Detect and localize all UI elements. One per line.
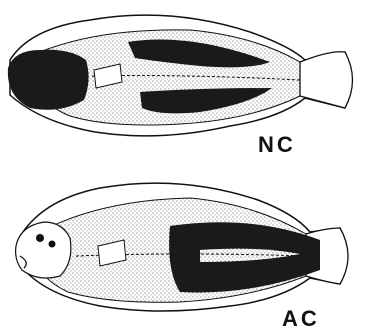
fish-ac-eye-2 [49, 241, 56, 248]
fish-nc-head-dark [8, 50, 89, 110]
panel-label-nc: NC [258, 132, 296, 157]
fish-ac-head [16, 222, 71, 278]
fish-ac-eye [36, 234, 44, 242]
fish-nc-illustration: NC [8, 15, 353, 157]
fish-nc-tail-fin [300, 52, 353, 108]
panel-label-ac: AC [282, 306, 320, 330]
fish-ac-illustration: AC [16, 183, 348, 330]
